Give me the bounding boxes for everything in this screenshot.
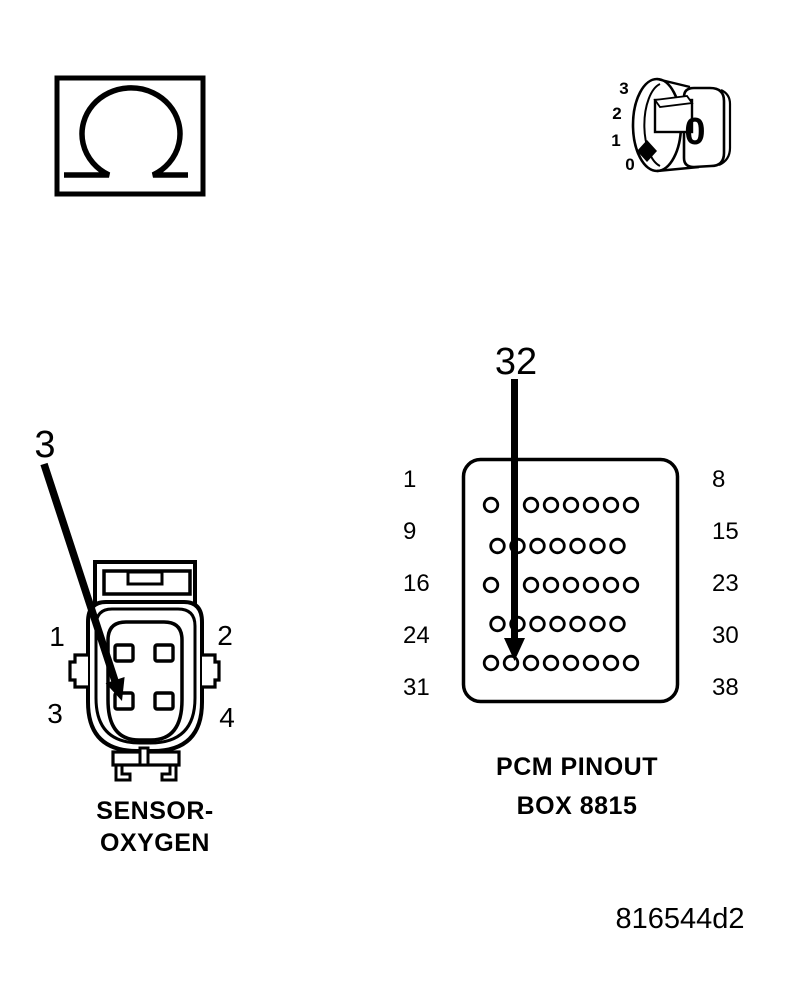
connector-top-tab-notch xyxy=(126,570,164,586)
pcm-row-start-label: 9 xyxy=(403,518,417,545)
pcm-pin xyxy=(542,654,560,672)
pcm-row-start-label: 16 xyxy=(403,570,430,597)
pcm-callout-label: 32 xyxy=(494,341,538,383)
pcm-pin xyxy=(562,496,580,514)
pcm-pin xyxy=(589,615,606,633)
pcm-pin xyxy=(589,537,606,555)
sensor-caption-line2: OXYGEN xyxy=(100,829,210,857)
connector-left-wing xyxy=(68,653,88,689)
dial-scale-label-2: 2 xyxy=(612,104,622,123)
dial-wheel-rim xyxy=(643,83,661,167)
dial-face xyxy=(682,86,726,169)
connector-pin-1 xyxy=(113,643,135,663)
connector-pin-4 xyxy=(153,691,175,711)
pcm-pin xyxy=(522,654,540,672)
figure-id: 816544d2 xyxy=(615,903,745,935)
pcm-pin xyxy=(609,615,626,633)
connector-latch-right-foot xyxy=(160,765,178,782)
dial-icon xyxy=(631,77,732,173)
pcm-row-end-label: 38 xyxy=(712,674,739,701)
pcm-pin xyxy=(609,537,626,555)
pcm-pin xyxy=(582,654,600,672)
pcm-pin xyxy=(562,654,580,672)
dial-display-value: 0 xyxy=(684,111,706,153)
pcm-callout-arrowhead-icon xyxy=(504,638,525,661)
pcm-pin xyxy=(569,537,586,555)
pcm-pin xyxy=(622,496,640,514)
ohmmeter-symbol xyxy=(54,75,206,197)
pcm-pin xyxy=(602,576,620,594)
dial-pointer-diamond-icon xyxy=(637,140,657,162)
pcm-caption-line1: PCM PINOUT xyxy=(496,753,658,781)
pcm-pin xyxy=(622,654,640,672)
pcm-pin xyxy=(569,615,586,633)
pcm-pin xyxy=(582,496,600,514)
dial-face-3d-edge xyxy=(718,88,732,167)
connector-latch-left-foot xyxy=(114,765,132,782)
pcm-pin xyxy=(502,654,520,672)
pcm-row-end-label: 8 xyxy=(712,466,726,493)
pcm-pin xyxy=(542,576,560,594)
connector-latch-post xyxy=(138,746,150,767)
connector-pin-label-3: 3 xyxy=(47,698,63,729)
oxygen-connector-diagram xyxy=(68,560,221,782)
pcm-row-end-label: 23 xyxy=(712,570,739,597)
pcm-pin xyxy=(542,496,560,514)
pcm-pin xyxy=(582,576,600,594)
connector-pin-label-1: 1 xyxy=(49,621,65,652)
pcm-pin xyxy=(602,654,620,672)
omega-icon xyxy=(64,85,188,178)
pcm-row-start-label: 1 xyxy=(403,466,417,493)
pcm-pin xyxy=(549,615,566,633)
pcm-caption-line2: BOX 8815 xyxy=(516,792,638,820)
pcm-pin xyxy=(482,654,500,672)
sensor-callout-label: 3 xyxy=(34,424,56,466)
pcm-pin xyxy=(482,576,500,594)
pcm-pin xyxy=(562,576,580,594)
connector-pin-label-2: 2 xyxy=(217,620,233,651)
sensor-callout-arrow xyxy=(40,462,125,701)
pcm-pin xyxy=(529,537,546,555)
dial-scale-label-1: 1 xyxy=(611,131,621,150)
pcm-pin xyxy=(602,496,620,514)
pcm-pin xyxy=(489,537,506,555)
pcm-pin xyxy=(522,576,540,594)
pcm-row-end-label: 30 xyxy=(712,622,739,649)
pcm-row-start-label: 31 xyxy=(403,674,430,701)
pcm-row-end-label: 15 xyxy=(712,518,739,545)
pcm-pin xyxy=(622,576,640,594)
pcm-pin xyxy=(489,615,506,633)
sensor-callout-arrowhead-icon xyxy=(105,677,125,701)
dial-top-edge xyxy=(656,77,691,89)
pcm-pin xyxy=(482,496,500,514)
pcm-pin xyxy=(529,615,546,633)
sensor-callout-line xyxy=(40,462,119,683)
pcm-row-start-label: 24 xyxy=(403,622,430,649)
connector-pin-label-4: 4 xyxy=(219,702,235,733)
connector-right-wing xyxy=(202,653,221,689)
pcm-pin xyxy=(522,496,540,514)
dial-slot-top xyxy=(653,95,694,108)
dial-scale-label-3: 3 xyxy=(619,79,629,98)
dial-scale-label-0: 0 xyxy=(625,155,635,174)
pcm-pinout-box xyxy=(461,379,680,704)
sensor-caption-line1: SENSOR- xyxy=(96,797,214,825)
pcm-pin xyxy=(549,537,566,555)
connector-pin-2 xyxy=(153,643,175,663)
